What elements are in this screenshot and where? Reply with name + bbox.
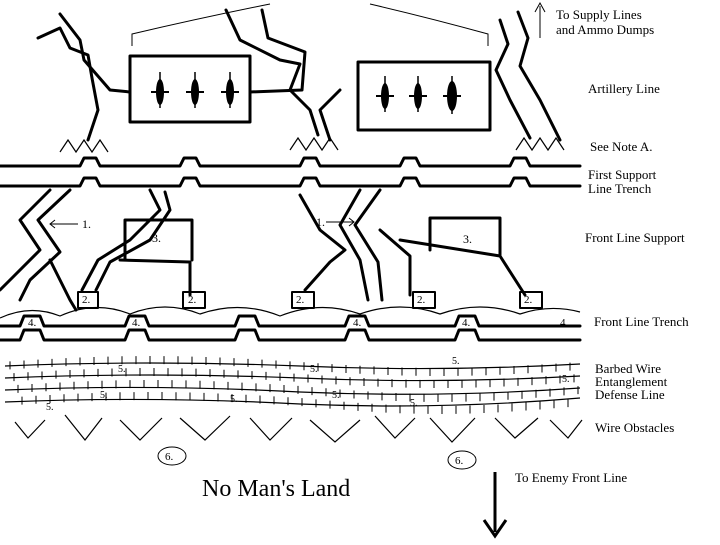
marker-1-left: 1. (82, 217, 91, 231)
support-trench-l5 (48, 258, 78, 312)
marker-6-oval-right (447, 450, 477, 470)
marker-5-e: 5. (100, 390, 108, 401)
marker-1-arrow-left (49, 219, 78, 229)
marker-4-e: 4. (560, 317, 569, 329)
marker-6-right: 6. (455, 455, 464, 467)
no-mans-land-label: No Man's Land (202, 476, 350, 502)
supply-arrow-head (534, 1, 546, 13)
legend-barbed-1: Barbed Wire (595, 361, 661, 376)
support-trench-r3 (298, 193, 347, 292)
artillery-emplacement-left (128, 54, 252, 124)
legend-artillery: Artillery Line (588, 81, 660, 96)
support-trench-l1 (0, 188, 52, 292)
marker-5-c: 5. (452, 356, 460, 367)
marker-5-b: 5. (310, 364, 318, 375)
dugout-2-b (182, 291, 206, 309)
front-line-trench-top (0, 314, 582, 328)
first-support-trench-bottom (0, 176, 582, 188)
marker-5-d: 5. (562, 374, 570, 385)
support-trench-l2 (18, 188, 72, 302)
support-trench-r2 (353, 188, 384, 302)
dugout-3-right (428, 216, 502, 257)
legend-wire-obstacles: Wire Obstacles (595, 420, 674, 435)
legend-barbed-3: Defense Line (595, 387, 665, 402)
marker-5-i: 5. (410, 398, 418, 409)
artillery-gun-icons (151, 72, 461, 114)
marker-5-f: 5. (230, 394, 238, 405)
marker-4-c: 4. (353, 317, 362, 329)
marker-2-b: 2. (188, 294, 197, 306)
artillery-emplacement-right (356, 60, 492, 132)
marker-5-g: 5. (332, 390, 340, 401)
comm-trench-c (224, 8, 320, 137)
marker-3-right: 3. (463, 232, 472, 246)
support-trench-r4 (378, 228, 412, 297)
marker-2-e: 2. (524, 294, 533, 306)
enemy-arrow-head (482, 519, 508, 539)
comm-trench-e (494, 18, 532, 140)
legend-front-trench: Front Line Trench (594, 314, 689, 329)
legend-enemy: To Enemy Front Line (515, 470, 627, 485)
legend-supply-2: and Ammo Dumps (556, 22, 654, 37)
dugout-2-c (291, 291, 315, 309)
comm-trench-a (36, 26, 100, 142)
legend-note-a: See Note A. (590, 139, 652, 154)
barbed-wire-barbs (9, 356, 579, 414)
marker-5-a: 5. (118, 364, 126, 375)
legend-barbed-2: Entanglement (595, 374, 668, 389)
marker-1-right: 1. (316, 215, 325, 229)
marker-4-d: 4. (462, 317, 471, 329)
marker-6-left: 6. (165, 451, 174, 463)
front-line-trench-bottom (0, 328, 582, 342)
first-support-trench-top (0, 156, 582, 168)
supply-bracket (131, 3, 489, 46)
support-trench-l3 (80, 188, 162, 292)
marker-5-h: 5. (46, 402, 54, 413)
dugout-2-e (519, 291, 543, 309)
dugout-3-left (123, 218, 194, 262)
support-trench-l4 (94, 190, 172, 292)
wire-obstacles (14, 414, 583, 443)
front-trench-wavy-wire (0, 306, 581, 319)
marker-2-c: 2. (296, 294, 305, 306)
legend-front-support: Front Line Support (585, 230, 685, 245)
legend-first-support-1: First Support (588, 167, 657, 182)
support-trench-r1 (338, 188, 370, 302)
dugout-2-d (412, 291, 436, 309)
marker-1-arrow-right (326, 217, 355, 227)
support-trench-r5 (398, 238, 527, 297)
marker-2-a: 2. (82, 294, 91, 306)
support-trench-l6 (118, 258, 192, 297)
legend-first-support-2: Line Trench (588, 181, 652, 196)
marker-4-b: 4. (132, 317, 141, 329)
legend-supply-1: To Supply Lines (556, 7, 642, 22)
marker-2-d: 2. (417, 294, 426, 306)
comm-trench-g (318, 88, 342, 142)
note-a-wire-marks (59, 136, 565, 154)
marker-3-left: 3. (152, 231, 161, 245)
comm-trench-b (58, 12, 132, 94)
marker-4-a: 4. (28, 317, 37, 329)
marker-6-oval-left (157, 446, 187, 466)
comm-trench-d (248, 8, 307, 94)
comm-trench-f (516, 10, 562, 142)
